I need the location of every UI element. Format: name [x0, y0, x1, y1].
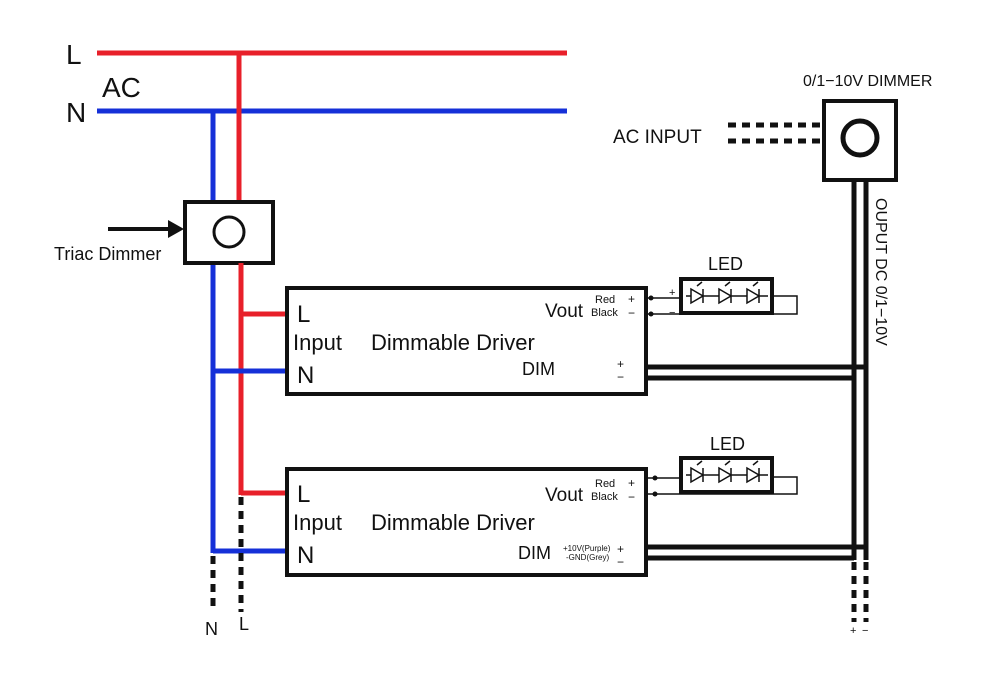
driver-2-black: Black [591, 491, 618, 503]
led-2-node-neg [652, 491, 658, 497]
led-1-label: LED [708, 254, 743, 274]
led-1-plus: + [669, 287, 675, 299]
driver-2-dim-grey: -GND(Grey) [566, 553, 609, 562]
driver-1-l: L [297, 301, 310, 328]
driver-1-dim: DIM [522, 359, 555, 379]
dc-minus-label: − [862, 625, 868, 637]
driver-1-title: Dimmable Driver [371, 330, 535, 355]
driver-2-red: Red [595, 478, 615, 490]
led-1-diodes-icon [686, 281, 768, 305]
led-1-node-pos [648, 295, 654, 301]
led-2-node-pos [652, 475, 658, 481]
driver-2-minus: − [628, 490, 635, 504]
led-2-diodes-icon [686, 460, 768, 484]
dc-plus-label: + [850, 625, 856, 637]
led-1-minus: − [669, 307, 675, 319]
driver-2-dim-plus: + [617, 542, 624, 556]
driver-1-black: Black [591, 307, 618, 319]
arrow-head-icon [168, 220, 184, 238]
driver-1-box [285, 286, 648, 396]
dimmer-input-label: AC INPUT [613, 127, 702, 148]
driver-2-n: N [297, 542, 314, 569]
live-label: L [66, 39, 82, 70]
led-1-neg-wire [646, 295, 798, 315]
driver-2-l: L [297, 481, 310, 508]
led-1-node-neg [648, 311, 654, 317]
dimmer-knob-icon [840, 118, 880, 158]
driver-1-dim-minus: − [617, 370, 624, 384]
led-2-neg-wire [646, 476, 798, 495]
driver-1-n: N [297, 362, 314, 389]
driver-1-vout: Vout [545, 301, 584, 322]
driver-1-input: Input [293, 330, 342, 355]
driver-2-box [285, 467, 648, 577]
led-2-label: LED [710, 434, 745, 454]
driver-1-plus: + [628, 292, 635, 306]
triac-knob-icon [212, 215, 246, 249]
triac-label: Triac Dimmer [54, 244, 161, 264]
driver-2-plus: + [628, 476, 635, 490]
dimmer-output-label: OUPUT DC 0/1−10V [872, 198, 889, 346]
driver-2-input: Input [293, 510, 342, 535]
bottom-n-label: N [205, 619, 218, 639]
driver-2-vout: Vout [545, 485, 584, 506]
driver-1-red: Red [595, 294, 615, 306]
driver-2-title: Dimmable Driver [371, 510, 535, 535]
driver-1-dim-plus: + [617, 357, 624, 371]
ac-label: AC [102, 72, 141, 103]
driver-1-minus: − [628, 306, 635, 320]
bottom-l-label: L [239, 614, 249, 634]
driver-2-dim-purple: +10V(Purple) [563, 544, 611, 553]
neutral-label: N [66, 97, 86, 128]
driver-2-dim-minus: − [617, 555, 624, 569]
dimmer-title: 0/1−10V DIMMER [803, 73, 932, 90]
driver-2-dim: DIM [518, 543, 551, 563]
